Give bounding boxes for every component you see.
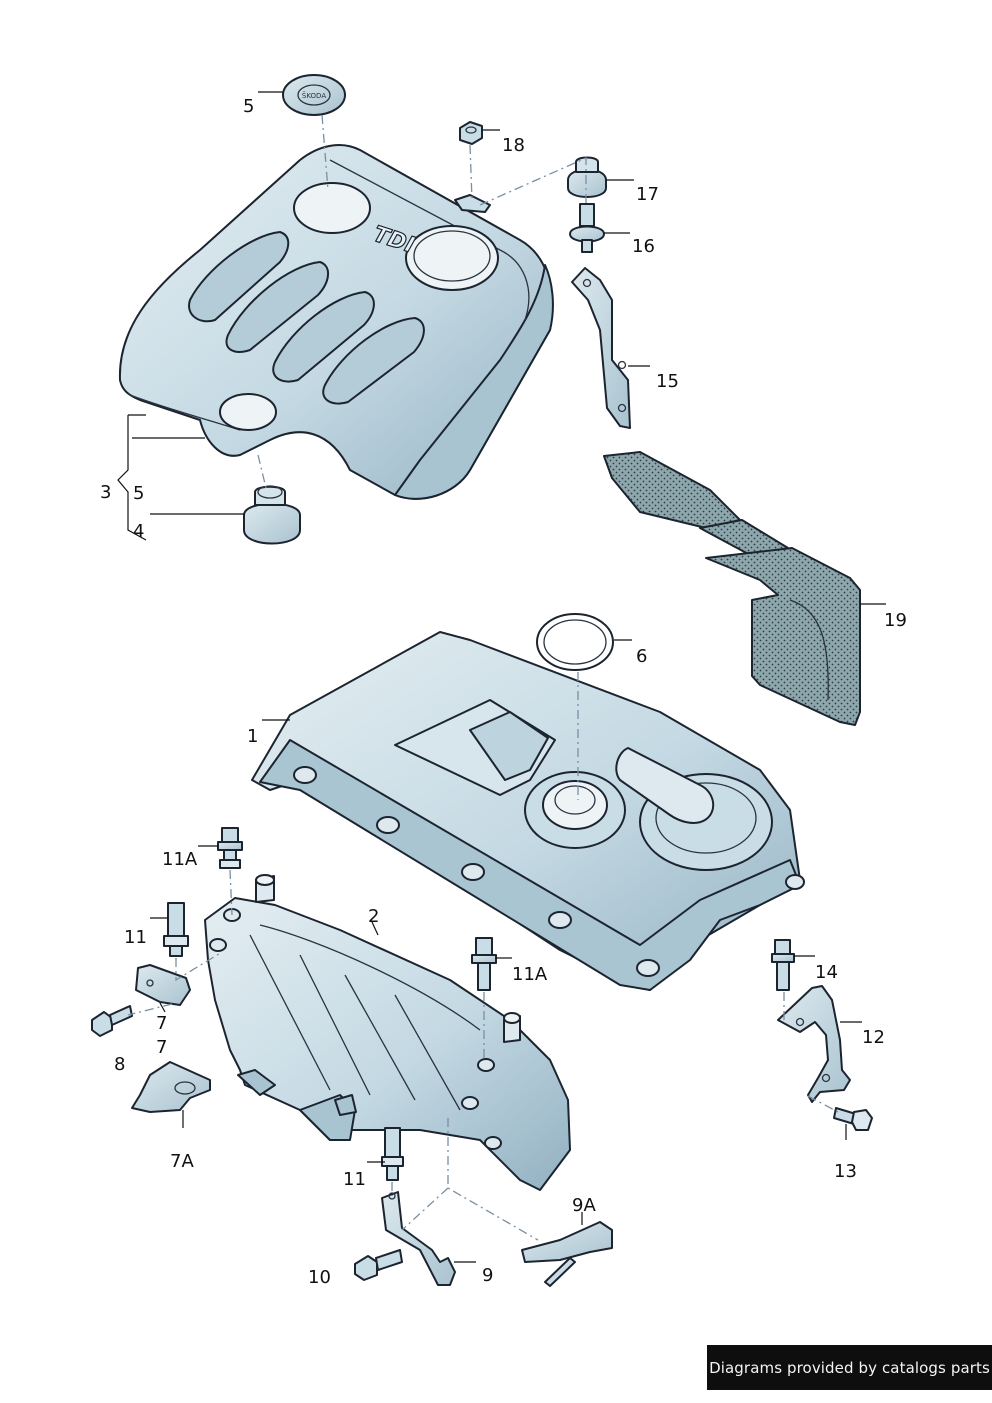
callout-2: 2: [368, 906, 379, 927]
callout-7-lower: 7: [156, 1037, 167, 1058]
dashed-assembly-lines: [127, 114, 839, 1241]
callout-15: 15: [656, 371, 679, 392]
bolt-11-left: [163, 902, 189, 957]
cylinder-head-cover: [251, 631, 805, 991]
cover-ribs: [188, 231, 425, 405]
callout-5-grommet: 5: [133, 483, 144, 504]
callout-5-cap: 5: [243, 96, 254, 117]
callout-3: 3: [100, 482, 111, 503]
cover-bolt-bosses: [293, 766, 805, 977]
bolt-14: [771, 939, 795, 991]
callout-19: 19: [884, 610, 907, 631]
leader-lines: [117, 91, 886, 1263]
callout-18: 18: [502, 135, 525, 156]
callout-8: 8: [114, 1054, 125, 1075]
bracket-cover: [571, 267, 631, 429]
callout-7: 7: [156, 1013, 167, 1034]
callout-9a: 9A: [572, 1195, 596, 1216]
attribution-text: Diagrams provided by catalogs parts: [709, 1358, 990, 1377]
bracket-12: [777, 985, 851, 1103]
callout-16: 16: [632, 236, 655, 257]
callout-11-bottom: 11: [343, 1169, 366, 1190]
bracket-7: [135, 964, 191, 1006]
callout-12: 12: [862, 1027, 885, 1048]
engine-cover: TDI: [118, 144, 554, 500]
intake-manifold: [204, 874, 571, 1191]
bolt-11-bottom: [381, 1127, 404, 1181]
bolt-11a-top: [217, 827, 243, 869]
cover-cap: ŠKODA: [282, 74, 346, 116]
bolt-10: [354, 1249, 403, 1281]
bracket-7a: [131, 1061, 211, 1113]
callout-17: 17: [636, 184, 659, 205]
bolt-13: [833, 1107, 873, 1131]
callout-4: 4: [133, 521, 144, 542]
callout-13: 13: [834, 1161, 857, 1182]
callout-11-left: 11: [124, 927, 147, 948]
bracket-9: [381, 1191, 456, 1286]
callout-labels: 5 18 17 16 15 3 5 4 19 6 1 11A 2 11 11A …: [100, 96, 907, 1288]
callout-11a-mid: 11A: [512, 964, 548, 985]
callout-11a-top: 11A: [162, 849, 198, 870]
bracket-9a: [521, 1221, 613, 1287]
callout-7a: 7A: [170, 1151, 194, 1172]
attribution-badge: Diagrams provided by catalogs parts: [707, 1345, 992, 1390]
callout-6: 6: [636, 646, 647, 667]
grommet: [243, 485, 301, 545]
cap-logo: ŠKODA: [302, 91, 326, 100]
insulation-mat: [603, 451, 861, 726]
bolt-8: [91, 1005, 133, 1037]
callout-1: 1: [247, 726, 258, 747]
nut: [459, 121, 483, 145]
o-ring: [536, 613, 614, 671]
rubber-bush: [567, 156, 607, 198]
bolt-11a-mid: [471, 937, 497, 991]
callout-10: 10: [308, 1267, 331, 1288]
callout-9: 9: [482, 1265, 493, 1286]
callout-14: 14: [815, 962, 838, 983]
ball-pin: [569, 203, 605, 253]
